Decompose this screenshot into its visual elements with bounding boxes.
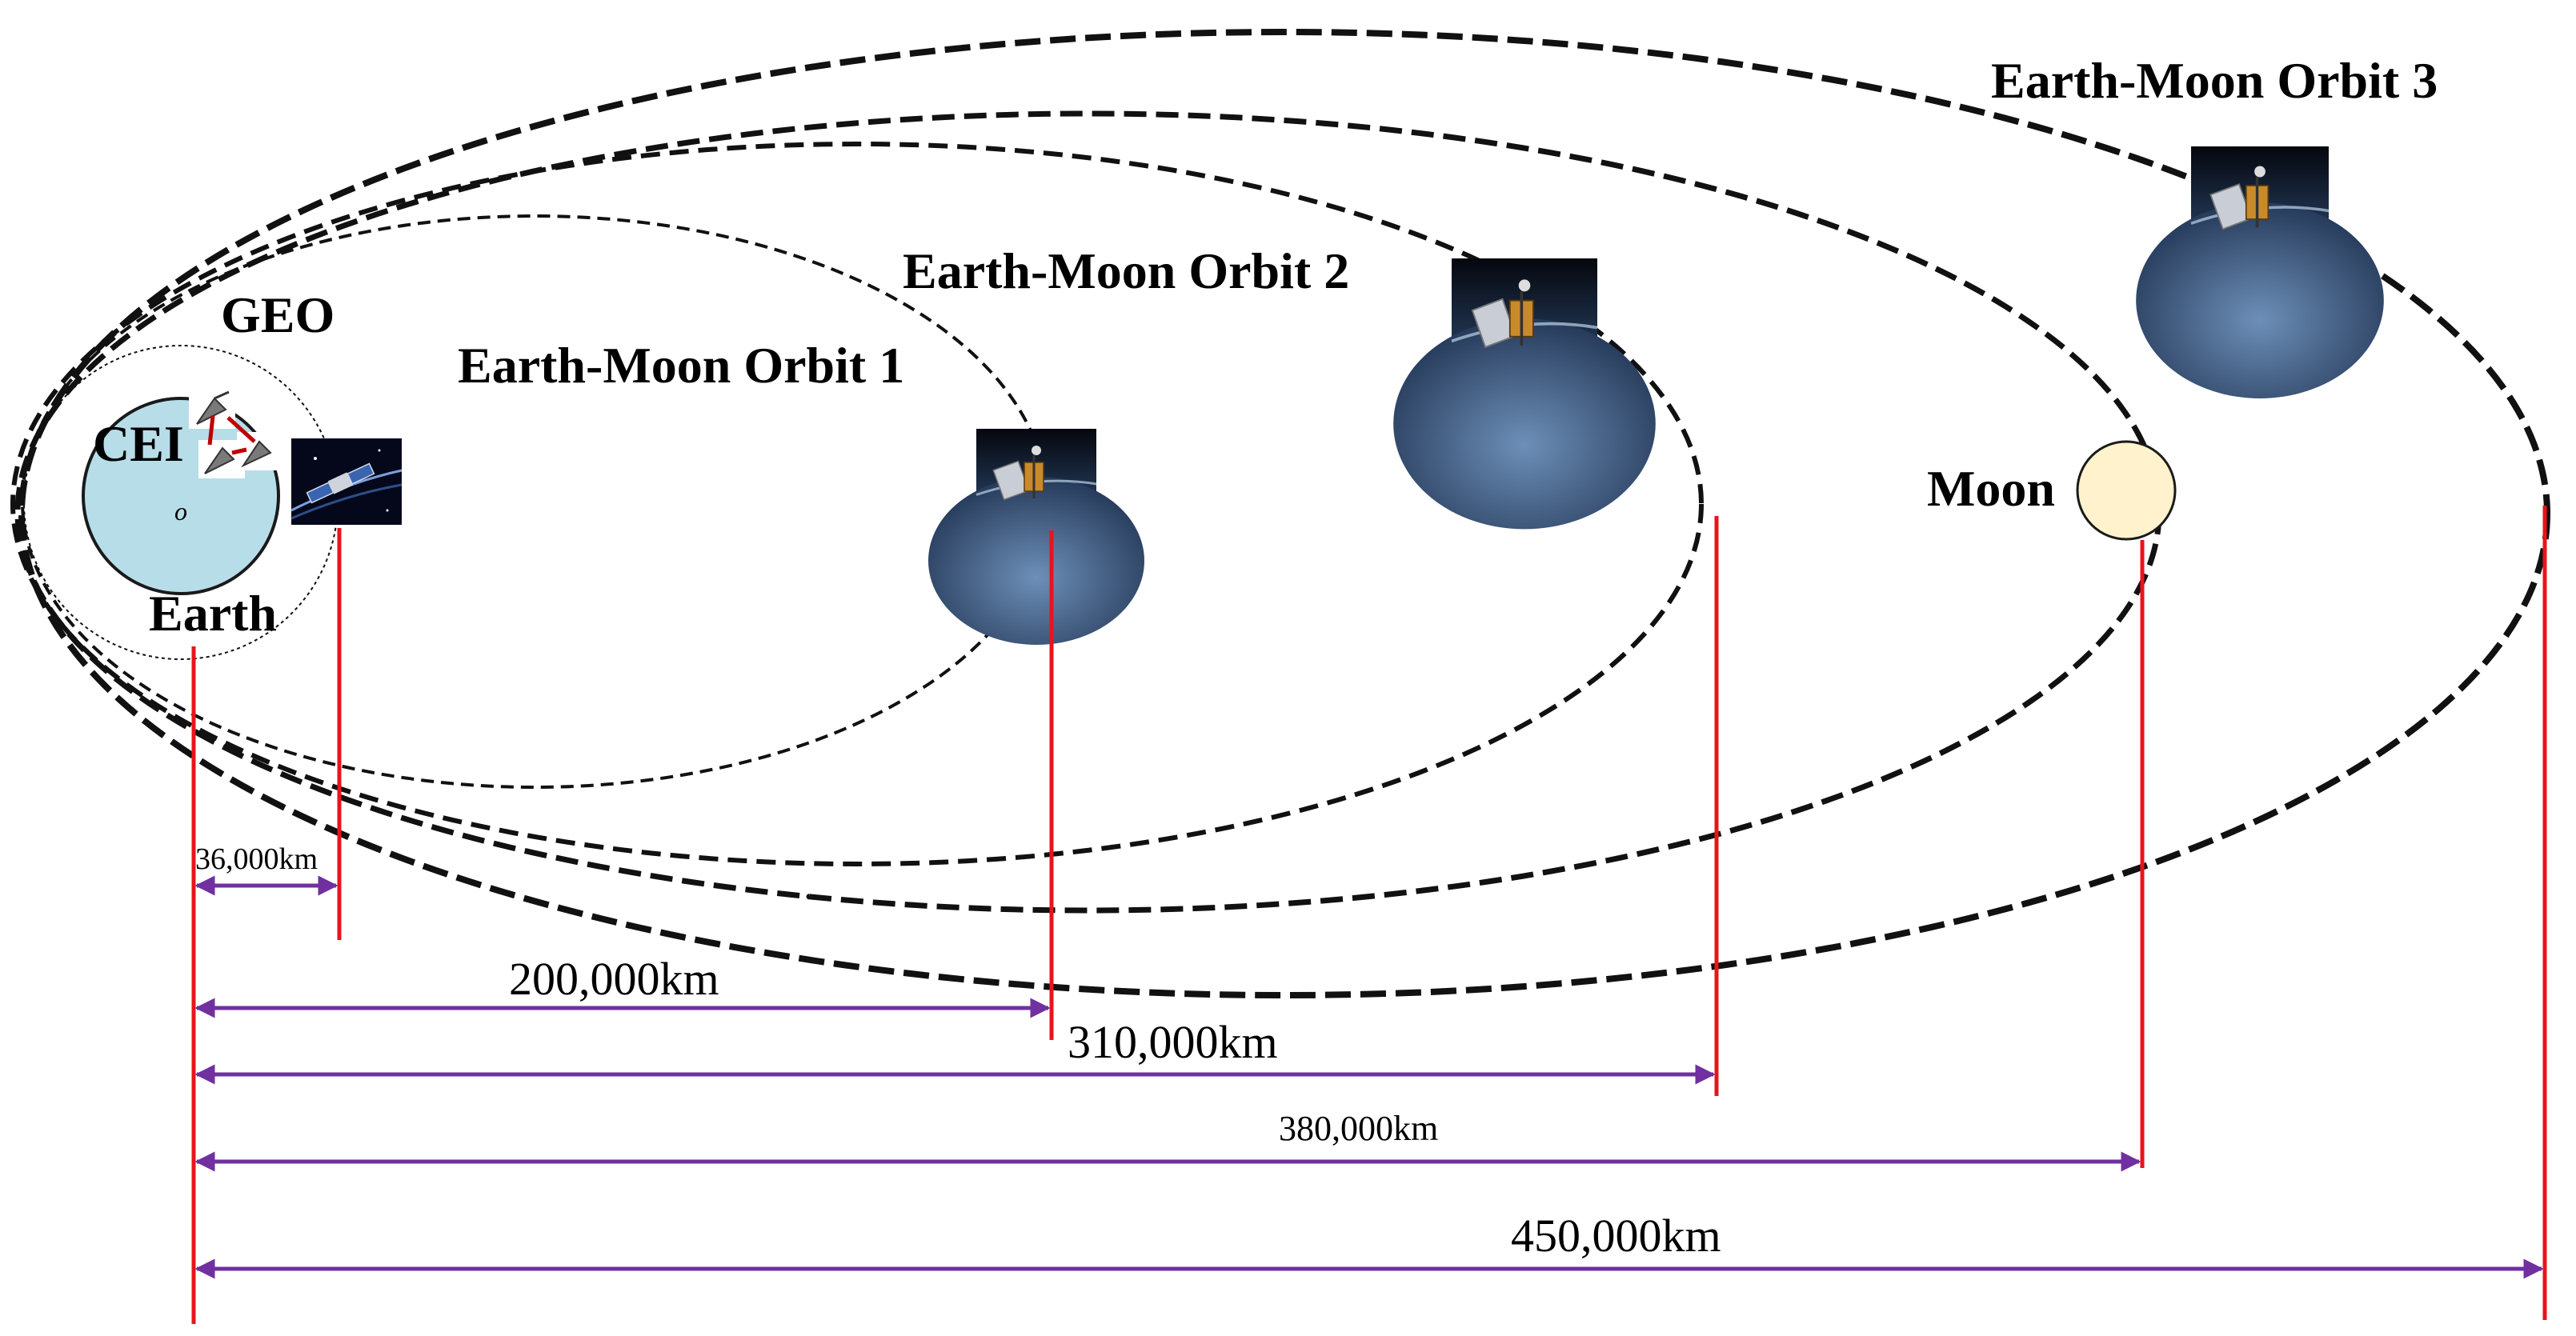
moon bbox=[2076, 440, 2177, 541]
orbit1-label: Earth-Moon Orbit 1 bbox=[458, 337, 904, 394]
earth-label: Earth bbox=[149, 585, 277, 642]
ground-station-icon bbox=[189, 390, 278, 478]
earth-moon-orbit-2 bbox=[10, 142, 1704, 866]
earth-moon-orbit-3 bbox=[18, 29, 2550, 998]
orbit3-label: Earth-Moon Orbit 3 bbox=[1991, 52, 2438, 109]
cei-label: CEI bbox=[93, 415, 184, 472]
distance-label-moon: 380,000km bbox=[1279, 1109, 1438, 1148]
orbit3-satellite-icon bbox=[2134, 145, 2386, 400]
moon-label: Moon bbox=[1927, 460, 2055, 517]
distance-label-orbit1: 200,000km bbox=[509, 953, 719, 1005]
distance-label-geo: 36,000km bbox=[195, 842, 318, 876]
distance-label-orbit3: 450,000km bbox=[1511, 1210, 1721, 1262]
distance-arrows bbox=[194, 875, 2544, 1279]
earth-center-label: o bbox=[174, 497, 187, 526]
distance-markers bbox=[191, 506, 2547, 1324]
orbit2-label: Earth-Moon Orbit 2 bbox=[903, 242, 1349, 299]
geo-label: GEO bbox=[221, 286, 335, 343]
distance-label-orbit2: 310,000km bbox=[1068, 1016, 1278, 1068]
orbit2-satellite-icon bbox=[1392, 257, 1657, 531]
geo-satellite-icon bbox=[290, 438, 403, 525]
orbit1-satellite-icon bbox=[927, 427, 1146, 646]
earth-group: o bbox=[82, 390, 280, 595]
